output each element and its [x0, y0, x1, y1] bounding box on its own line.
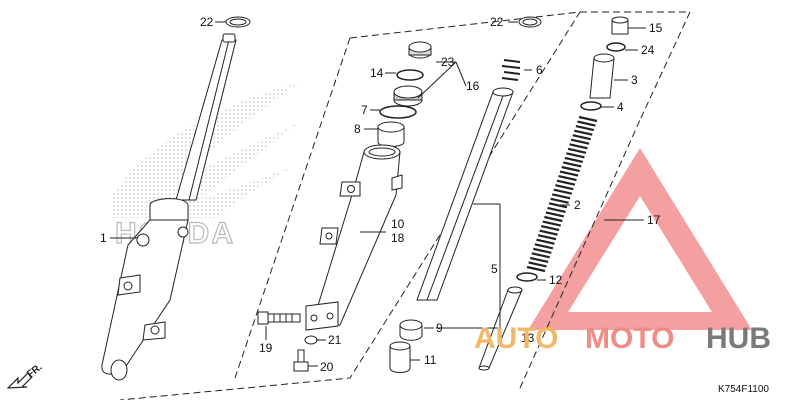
spring-coil: [529, 256, 549, 263]
part-seat: [580, 101, 602, 111]
front-direction-arrow: FR.: [6, 362, 45, 389]
callout-3: 3: [631, 73, 638, 87]
part-fork-spring: [526, 115, 598, 273]
callout-9: 9: [436, 321, 443, 335]
watermark-word-hub: HUB: [706, 322, 771, 355]
part-collar: [377, 121, 405, 147]
part-spring-6: [501, 59, 521, 81]
spring-coil: [575, 125, 595, 132]
callout-19: 19: [259, 341, 273, 355]
spring-coil: [526, 265, 546, 273]
spring-coil: [556, 179, 576, 186]
spring-coil: [555, 184, 574, 191]
part-cap-bolt: [611, 16, 629, 35]
callout-4: 4: [617, 100, 624, 114]
part-bolt-19: [257, 311, 301, 325]
spring-coil: [547, 206, 566, 213]
spring-coil: [566, 152, 585, 159]
spring-coil: [544, 215, 563, 223]
part-oring-24: [606, 42, 626, 52]
spring-coil: [537, 234, 557, 241]
callout-12: 12: [549, 273, 563, 287]
spring-coil: [574, 129, 593, 136]
part-fork-pipe: [416, 87, 514, 301]
spring-coil: [569, 143, 588, 150]
spring-coil: [563, 161, 582, 168]
assembly-frame: [119, 11, 691, 400]
callout-13: 13: [521, 331, 535, 345]
callout-10: 10: [391, 217, 405, 231]
spring-coil: [578, 115, 598, 123]
part-ring-14: [396, 69, 424, 81]
part-fork-slider: [305, 144, 403, 331]
spring-coil: [533, 247, 552, 254]
part-piece-11: [389, 341, 411, 373]
spring-coil: [559, 170, 579, 177]
callout-7: 7: [361, 103, 368, 117]
callout-11: 11: [424, 353, 437, 367]
part-washer-21: [304, 335, 318, 345]
watermark-text: AUTO MOTO HUB: [474, 322, 771, 355]
spring-coil: [567, 147, 587, 154]
callout-16: 16: [466, 79, 480, 93]
watermark-word-auto: AUTO: [474, 322, 558, 355]
part-spacer: [589, 53, 615, 99]
part-bearing: [393, 85, 423, 107]
spring-coil: [539, 229, 558, 236]
callout-2: 2: [574, 198, 581, 212]
spring-coil: [551, 193, 571, 200]
part-ring-7: [379, 105, 417, 119]
spring-coil: [570, 138, 590, 145]
callout-15: 15: [649, 21, 663, 35]
watermark-triangle: [528, 148, 752, 330]
callout-22-right: 22: [490, 15, 504, 29]
spring-coil: [545, 211, 565, 218]
callout-24: 24: [641, 43, 655, 57]
callout-14: 14: [370, 66, 384, 80]
part-oil-seal: [399, 319, 423, 341]
callout-6: 6: [536, 63, 543, 77]
part-damper-rod: [478, 286, 523, 371]
watermark-word-moto: MOTO: [585, 322, 674, 355]
part-fork-outer-left: [101, 33, 237, 381]
part-top-nut: [408, 41, 432, 59]
callout-8: 8: [354, 122, 361, 136]
diagram-code: K754F1100: [718, 384, 769, 395]
spring-coil: [534, 243, 554, 250]
spring-coil: [536, 238, 555, 245]
spring-coil: [561, 165, 580, 173]
spring-coil: [542, 220, 561, 227]
spring-coil: [540, 225, 560, 232]
spring-coil: [553, 188, 573, 195]
callout-labels: 22 1 23 14 16 7 8 10 18 6 5 9 11 19 21 2…: [100, 15, 663, 374]
leader-lines: [110, 21, 646, 367]
spring-coil: [550, 197, 569, 204]
spring-coil: [558, 175, 577, 182]
part-bolt-20: [293, 349, 309, 372]
spring-coil: [572, 134, 591, 141]
callout-1: 1: [100, 231, 107, 245]
spring-coil: [528, 261, 547, 268]
callout-5: 5: [491, 262, 498, 276]
callout-23: 23: [441, 55, 455, 69]
callout-22-left: 22: [200, 15, 214, 29]
callout-21: 21: [328, 333, 342, 347]
callout-20: 20: [320, 360, 334, 374]
spring-coil: [577, 120, 596, 127]
callout-17: 17: [647, 213, 661, 227]
callout-18: 18: [391, 231, 405, 245]
spring-coil: [564, 156, 584, 163]
part-ring-12: [516, 272, 538, 282]
spring-coil: [548, 202, 568, 209]
spring-coil: [531, 252, 550, 259]
